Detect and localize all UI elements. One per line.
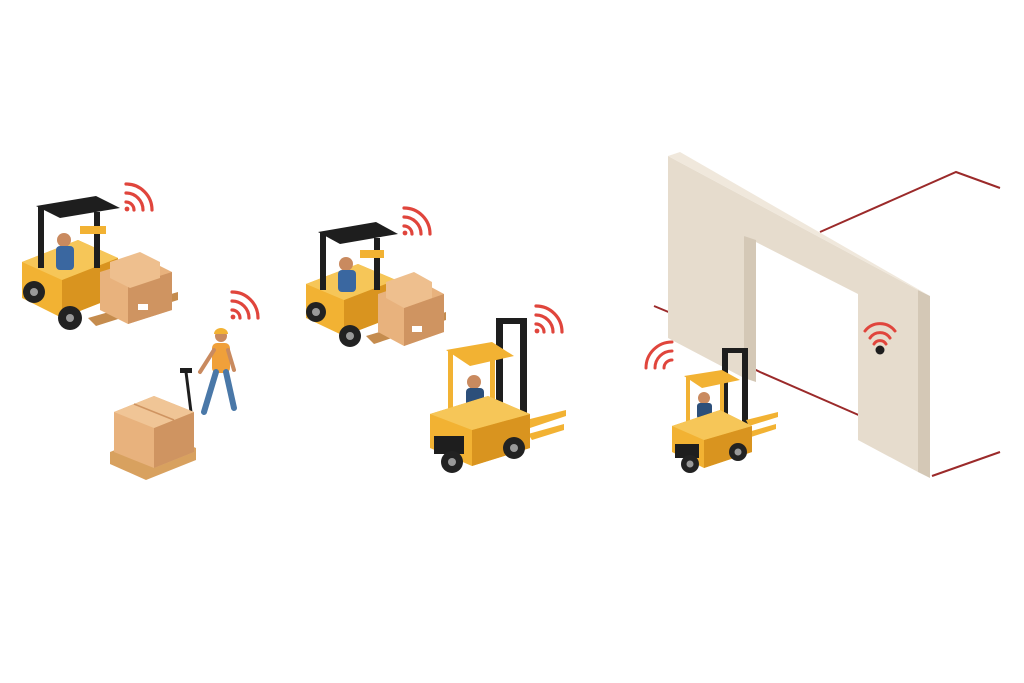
forklift-with-boxes: [306, 222, 446, 347]
signal-icon: [644, 340, 674, 370]
signal-icon: [122, 182, 154, 213]
wall-sensor-icon: [863, 322, 897, 355]
signal-icon: [229, 290, 260, 321]
hand-pallet-jack: [110, 368, 196, 480]
gate-wall: [668, 152, 930, 478]
signal-icon: [401, 206, 432, 237]
pedestrian-worker: [198, 328, 237, 415]
signal-icon: [532, 304, 564, 335]
forklift-with-boxes: [22, 196, 178, 330]
forklift-driving: [672, 348, 778, 473]
forklift-driving: [430, 318, 566, 473]
